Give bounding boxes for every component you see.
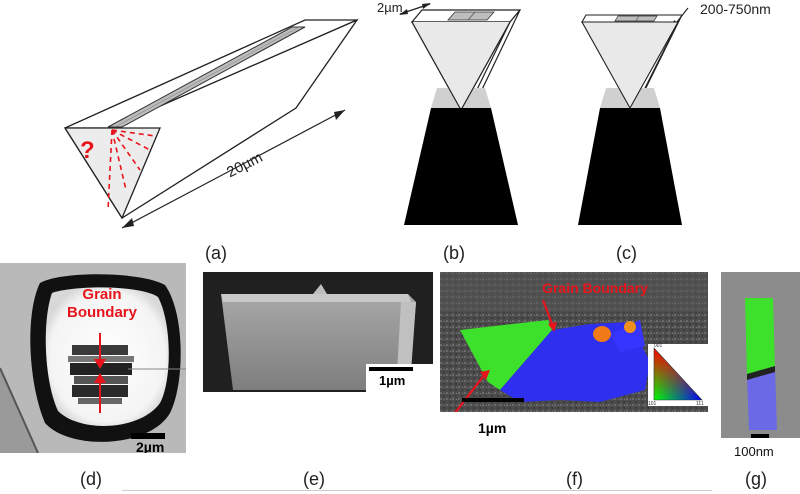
- panel-f-ebsd-map: Grain Boundary 001 101 111: [440, 272, 708, 412]
- panel-g-map: [721, 272, 800, 438]
- grain-boundary-label-d: Grain Boundary: [66, 286, 137, 321]
- caption-b: (b): [443, 243, 465, 263]
- caption-c: (c): [616, 243, 637, 263]
- question-mark: ?: [80, 137, 95, 164]
- thickness-label: 200-750nm: [700, 1, 771, 17]
- caption-d: (d): [80, 469, 102, 489]
- panel-b-schematic: [399, 3, 522, 225]
- panel-a-schematic: [63, 18, 359, 229]
- panel-f-whitespace: [440, 412, 708, 442]
- panel-e-micrograph: 1µm: [203, 272, 433, 392]
- panel-d-micrograph: Grain Boundary 2µm: [0, 263, 186, 453]
- scalebar-label-d: 2µm: [136, 439, 165, 453]
- caption-g: (g): [745, 469, 767, 489]
- ipf-label-001: 001: [654, 343, 663, 349]
- caption-a: (a): [205, 243, 227, 263]
- ipf-label-111: 111: [696, 401, 704, 407]
- caption-f: (f): [566, 469, 583, 489]
- scalebar-label-g: 100nm: [734, 444, 774, 459]
- panel-c-schematic: [578, 7, 689, 225]
- bottom-rule: [122, 490, 712, 491]
- caption-e: (e): [303, 469, 325, 489]
- ipf-label-101: 101: [648, 401, 657, 407]
- grain-boundary-label-f: Grain Boundary: [542, 280, 648, 296]
- width-label: 2µm: [377, 0, 403, 15]
- cross-section-triangle: [63, 127, 161, 220]
- scalebar-label-e: 1µm: [379, 373, 406, 388]
- blue-grain: [500, 322, 650, 402]
- scalebar-label-f: 1µm: [478, 420, 507, 436]
- dashed-rays: [107, 129, 156, 211]
